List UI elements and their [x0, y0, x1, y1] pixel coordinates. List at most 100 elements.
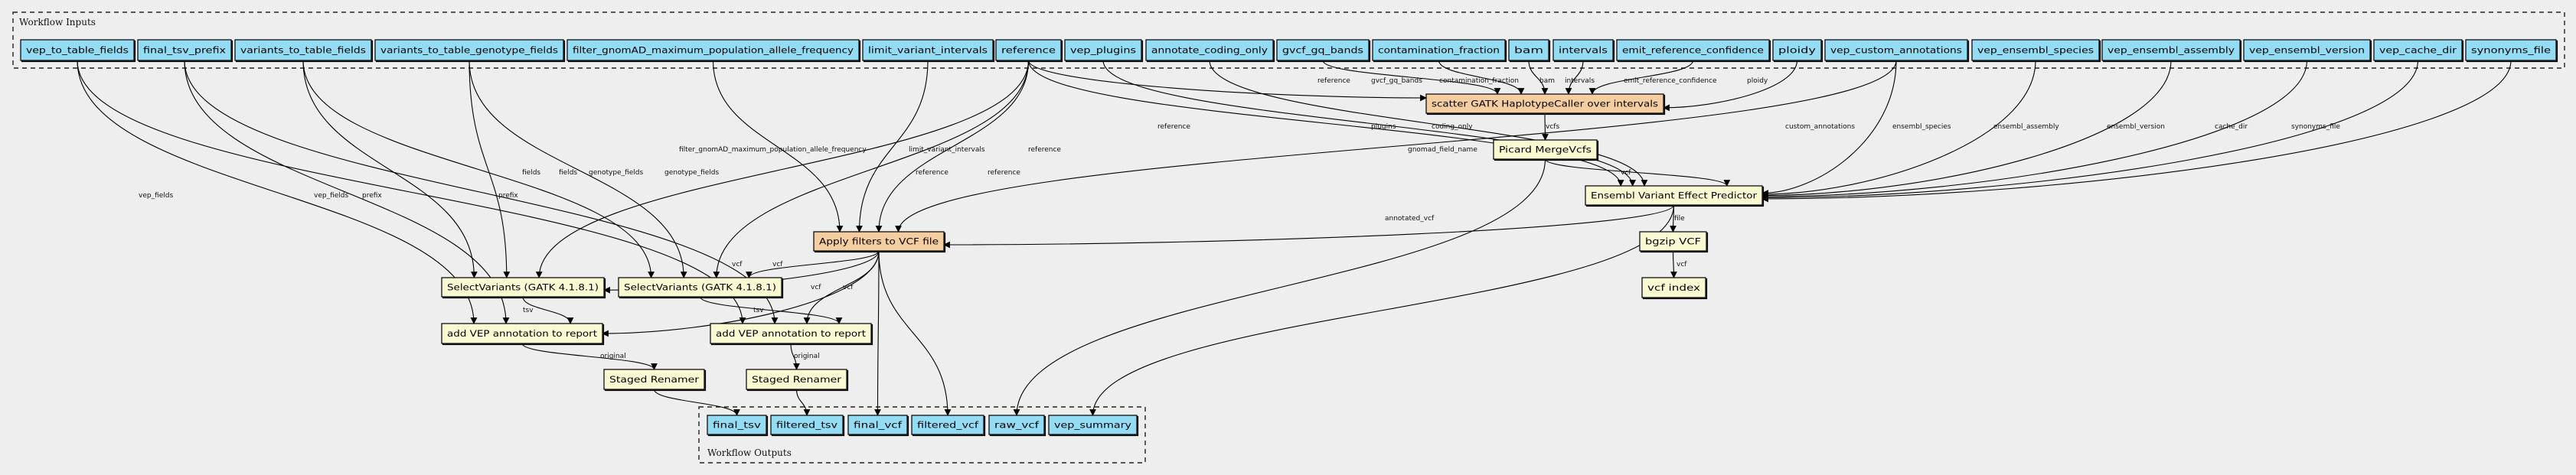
edge-vep-ensembl-species-to-vep: [1761, 60, 2036, 198]
edge-label: reference: [1157, 123, 1190, 131]
edge-label: vcf: [843, 284, 854, 291]
edge-bam-to-scatter: [1528, 60, 1549, 95]
edge-ploidy-to-scatter: [1663, 60, 1798, 112]
edge-label: emit_reference_confidence: [1624, 77, 1717, 85]
edge-label: tsv: [523, 307, 534, 314]
node-vep-custom-annotations: vep_custom_annotations: [1824, 39, 1970, 63]
node-synonyms-file: synonyms_file: [2465, 39, 2558, 63]
edge-variants-to-table-genotype-fields-to-sv2: [469, 60, 687, 278]
node-box: [1641, 277, 1706, 298]
edge-label: vcf: [732, 261, 743, 268]
edge-label: ensembl_assembly: [1993, 123, 2059, 131]
edge-synonyms-file-to-vep: [1761, 60, 2512, 203]
edge-ren1-to-final-tsv: [653, 389, 740, 416]
edge-bgzip-to-vcfindex: [1670, 250, 1677, 278]
node-label: vep_cache_dir: [2379, 45, 2457, 56]
node-label: vep_to_table_fields: [26, 45, 129, 56]
node-box: [746, 369, 847, 390]
edge-label: vcf: [1677, 261, 1687, 268]
node-box: [710, 323, 872, 344]
node-reference: reference: [995, 39, 1063, 63]
node-box: [1824, 39, 1968, 61]
node-box: [862, 39, 994, 61]
node-label: variants_to_table_genotype_fields: [380, 45, 558, 56]
node-label: vep_summary: [1054, 420, 1131, 431]
node-label: add VEP annotation to report: [447, 328, 598, 339]
node-box: [1493, 139, 1598, 160]
edge-label: prefix: [362, 192, 382, 200]
node-label: Picard MergeVcfs: [1499, 145, 1592, 155]
node-scatter: scatter GATK HaplotypeCaller over interv…: [1425, 93, 1666, 115]
edge-label: bam: [1539, 77, 1555, 85]
edge-vep-ensembl-assembly-to-vep: [1761, 60, 2172, 199]
edge-label: limit_variant_intervals: [909, 146, 985, 154]
edge-label: original: [794, 353, 820, 360]
edge-label: filter_gnomAD_maximum_population_allele_…: [679, 146, 867, 154]
edge-label: reference: [916, 169, 948, 177]
edge-label: vep_fields: [314, 192, 348, 200]
edge-label: vcfs: [1546, 123, 1559, 131]
node-annotate-coding-only: annotate_coding_only: [1145, 39, 1275, 63]
edge-label: custom_annotations: [1785, 123, 1855, 131]
edge-apply-to-final-vcf: [874, 250, 881, 416]
node-box: [2465, 39, 2557, 61]
node-label: Staged Renamer: [609, 374, 699, 385]
node-label: gvcf_gq_bands: [1282, 45, 1363, 56]
node-box: [988, 415, 1045, 435]
edge-label: synonyms_file: [2291, 123, 2340, 131]
node-box: [1508, 39, 1549, 61]
node-filtered-tsv: filtered_tsv: [770, 415, 845, 437]
edge-label: file: [1674, 215, 1685, 223]
edge-vep-to-table-fields-to-add1: [77, 60, 478, 324]
node-box: [20, 39, 135, 61]
node-vep-ensembl-assembly: vep_ensembl_assembly: [2101, 39, 2242, 63]
node-label: vep_ensembl_assembly: [2107, 45, 2235, 56]
node-label: contamination_fraction: [1378, 45, 1500, 56]
edge-vep-ensembl-version-to-vep: [1761, 60, 2308, 200]
edge-label: gvcf_gq_bands: [1371, 77, 1422, 85]
node-label: filtered_vcf: [917, 420, 979, 431]
node-box: [813, 231, 945, 252]
node-box: [707, 415, 767, 435]
edge-label: genotype_fields: [589, 169, 643, 177]
workflow-inputs-label: Workflow Inputs: [19, 17, 96, 28]
workflow-outputs-label: Workflow Outputs: [707, 447, 792, 458]
node-box: [603, 369, 705, 390]
node-gvcf-gq-bands: gvcf_gq_bands: [1276, 39, 1371, 63]
nodes: vep_to_table_fields final_tsv_prefix varia…: [20, 39, 2558, 437]
node-label: vep_plugins: [1070, 45, 1136, 56]
node-box: [566, 39, 860, 61]
edge-vep-custom-annotations-to-apply: [895, 60, 1897, 233]
edge-sv1-to-add1: [522, 296, 574, 324]
node-picard: Picard MergeVcfs: [1493, 139, 1599, 161]
node-box: [1064, 39, 1142, 61]
edge-label: intervals: [1565, 77, 1595, 85]
edge-ren2-to-filtered-tsv: [795, 389, 811, 416]
node-vep-to-table-fields: vep_to_table_fields: [20, 39, 136, 63]
edge-label: vep_fields: [139, 192, 173, 200]
edge-label: vcf: [811, 284, 821, 291]
node-intervals: intervals: [1552, 39, 1615, 63]
edge-picard-to-vep: [1544, 158, 1731, 187]
node-box: [847, 415, 908, 435]
node-box: [2243, 39, 2371, 61]
node-box: [1616, 39, 1770, 61]
node-label: Apply filters to VCF file: [819, 236, 939, 247]
node-final-tsv-prefix: final_tsv_prefix: [137, 39, 233, 63]
node-box: [1425, 93, 1664, 114]
edge-filter-gnomad-to-apply: [712, 60, 844, 233]
edge-add1-to-ren1: [521, 343, 658, 370]
edge-emit-reference-confidence-to-scatter: [1588, 60, 1694, 95]
node-label: bgzip VCF: [1645, 236, 1701, 247]
node-label: final_tsv_prefix: [143, 45, 226, 56]
node-box: [770, 415, 844, 435]
node-label: ploidy: [1778, 45, 1816, 56]
node-box: [2373, 39, 2463, 61]
node-label: Ensembl Variant Effect Predictor: [1591, 190, 1757, 201]
node-vep-plugins: vep_plugins: [1064, 39, 1144, 63]
edge-label: genotype_fields: [664, 169, 719, 177]
node-box: [441, 277, 605, 298]
node-final-tsv: final_tsv: [707, 415, 769, 437]
edge-label: fields: [559, 169, 577, 177]
edge-label: ploidy: [1747, 77, 1768, 85]
